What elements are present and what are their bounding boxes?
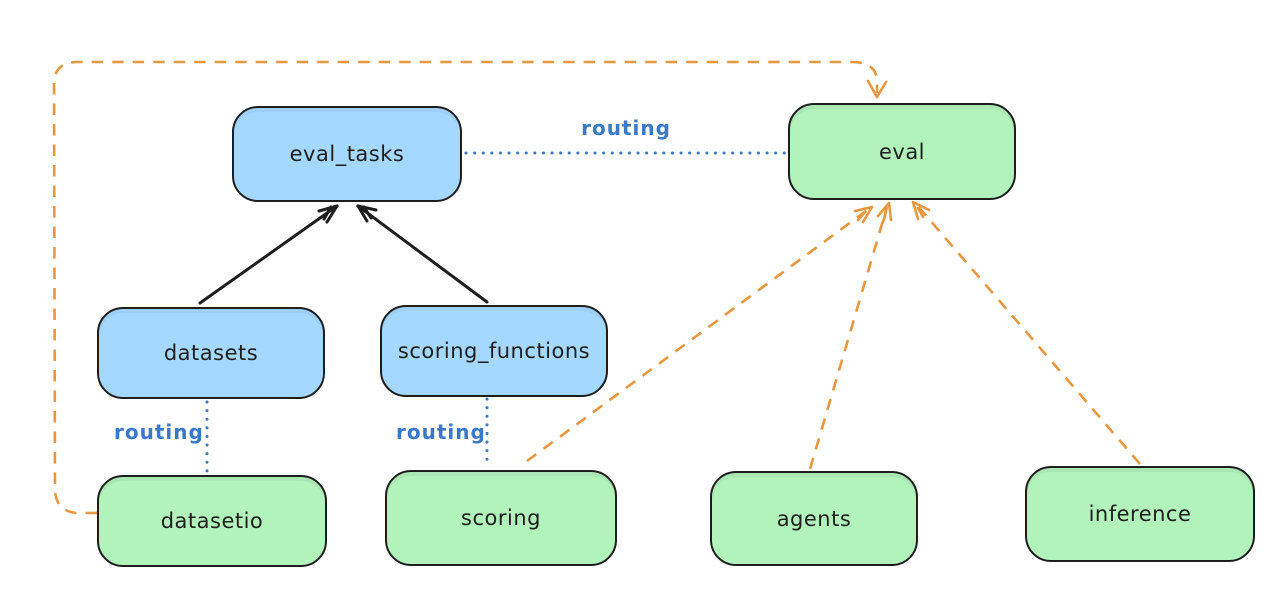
node-agents: agents [710,471,918,566]
edge-datasets-to-eval-tasks [198,204,339,305]
routing-label-scoring-functions-scoring: routing [396,420,486,444]
node-datasetio-label: datasetio [160,509,264,533]
edge-inference-to-eval [911,200,1141,465]
node-eval-label: eval [878,139,926,164]
node-eval-tasks: eval_tasks [232,106,462,202]
node-inference-label: inference [1088,502,1192,526]
edge-datasetio-to-eval [52,60,888,515]
node-datasets-label: datasets [163,341,259,365]
edge-agents-to-eval [808,201,893,470]
node-agents-label: agents [776,506,852,531]
routing-label-eval-tasks-eval: routing [581,116,671,140]
routing-label-datasets-datasetio: routing [114,420,204,444]
node-scoring: scoring [385,470,617,566]
node-eval: eval [788,103,1016,200]
node-datasets: datasets [97,307,325,399]
node-scoring-functions: scoring_functions [380,305,608,397]
node-scoring-label: scoring [461,506,541,530]
edge-scoring-functions-to-eval-tasks [356,204,489,304]
node-inference: inference [1025,466,1255,562]
node-eval-tasks-label: eval_tasks [289,142,405,166]
node-datasetio: datasetio [97,475,327,567]
node-scoring-functions-label: scoring_functions [397,339,591,363]
